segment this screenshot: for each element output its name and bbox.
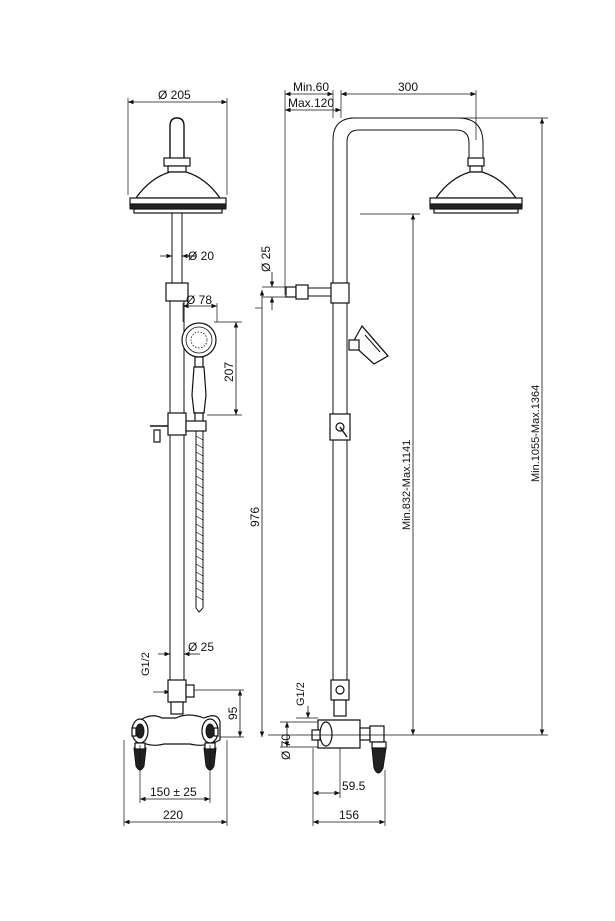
outlet-thread-label: G1/2	[295, 682, 307, 706]
head-range-label: Min.1055-Max.1364	[530, 385, 542, 482]
max-offset-label: Max.120	[288, 96, 334, 110]
projection-total-label: 156	[339, 808, 359, 822]
slider-bracket-front	[150, 412, 207, 443]
hand-range-label: Min.832-Max.1141	[401, 440, 413, 530]
width-label: 220	[163, 808, 183, 822]
bracket-diameter-label: Ø 25	[259, 246, 273, 272]
centers-label: 150 ± 25	[150, 785, 197, 799]
slider-side	[329, 413, 351, 441]
wall-bracket-side	[285, 282, 350, 304]
arm-diameter-label: Ø 20	[188, 249, 214, 263]
side-view: Min.60 Max.120 300	[259, 80, 548, 826]
hand-shower-front	[181, 322, 217, 424]
handshower-diameter-label: Ø 78	[186, 293, 212, 307]
shower-head-side	[429, 157, 523, 214]
min-offset-label: Min.60	[293, 80, 329, 94]
body-diameter-label: Ø 70	[279, 734, 293, 760]
projection-small-label: 59.5	[342, 779, 366, 793]
riser-height-label: 976	[248, 507, 262, 527]
arm-reach-label: 300	[398, 80, 418, 94]
hose-front	[195, 431, 204, 613]
mixer-body-front	[131, 714, 221, 771]
mixer-body-side	[311, 679, 387, 774]
front-view: Ø 205 Ø 20 Ø 78	[123, 88, 265, 826]
inlet-height-label: 95	[226, 706, 240, 720]
shower-head-front	[129, 117, 227, 214]
head-diameter-label: Ø 205	[158, 88, 191, 102]
riser-diameter-label: Ø 25	[188, 640, 214, 654]
handshower-length-label: 207	[222, 362, 236, 382]
inlet-thread-label: G1/2	[140, 652, 152, 676]
hand-shower-side	[348, 324, 389, 365]
